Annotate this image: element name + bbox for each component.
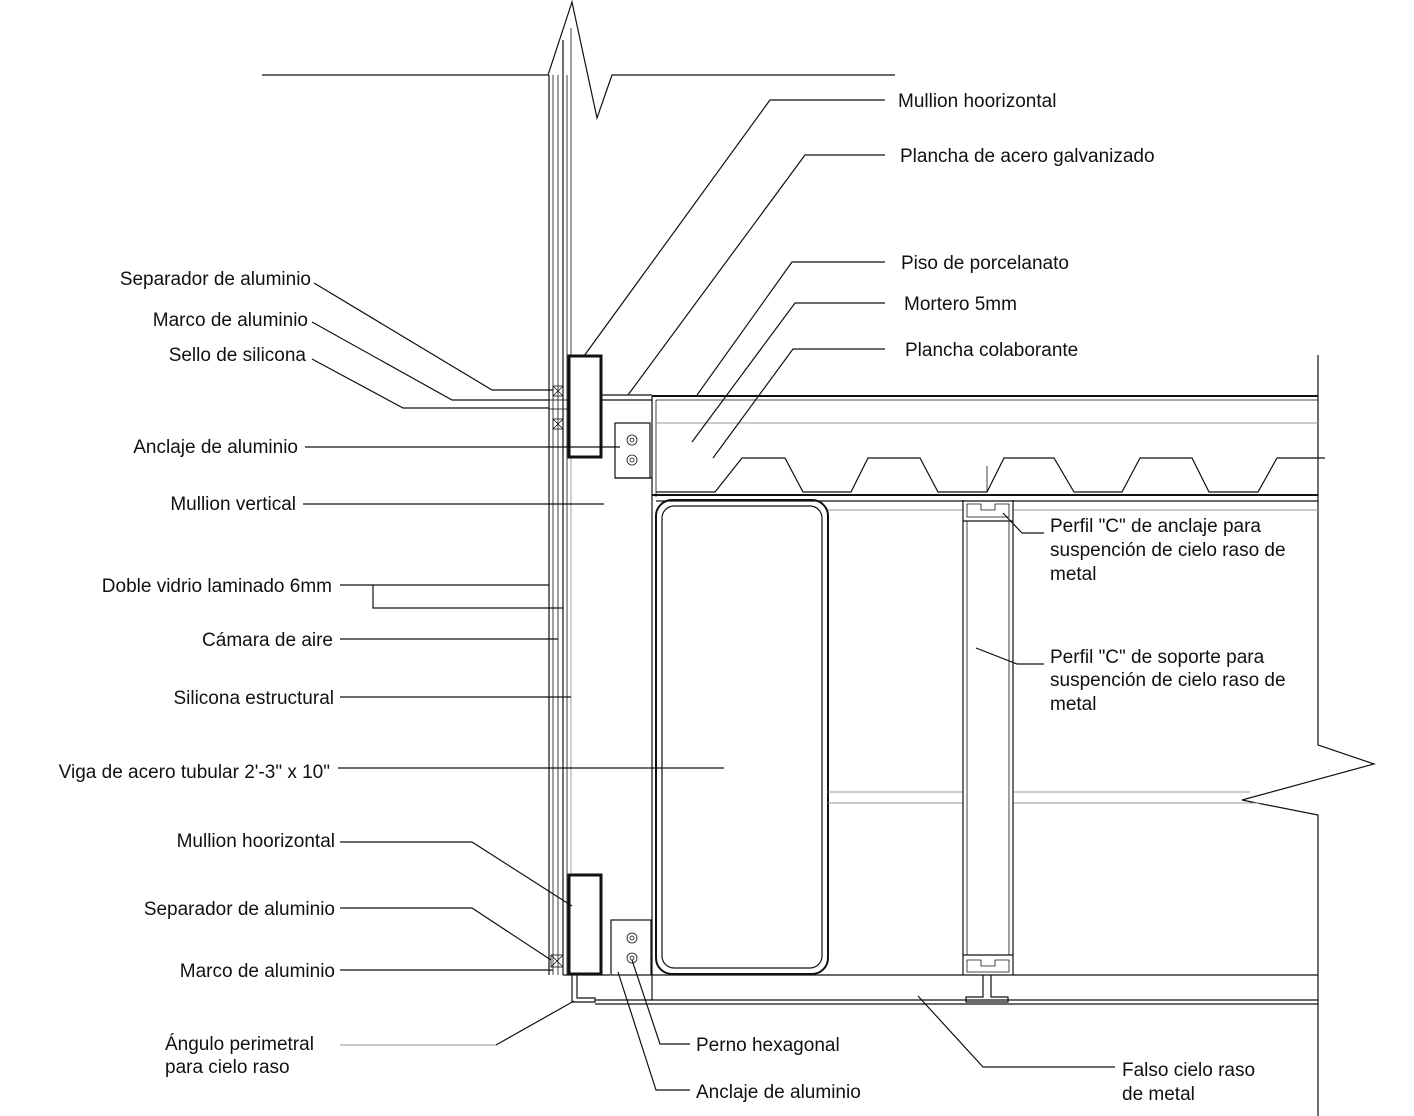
label-mortero: Mortero 5mm (904, 294, 1017, 315)
label-perfil-anclaje-3: metal (1050, 564, 1096, 585)
ceiling-runner-lines (828, 509, 1318, 804)
label-anclaje-bottom: Anclaje de aluminio (696, 1082, 861, 1103)
label-perfil-anclaje-2: suspención de cielo raso de (1050, 540, 1286, 561)
c-profile-bottom (962, 954, 1014, 1003)
label-mullion-bottom: Mullion hoorizontal (177, 831, 335, 852)
leader-lines (303, 99, 1115, 1091)
label-piso-porcelanato: Piso de porcelanato (901, 253, 1069, 274)
label-falso-2: de metal (1122, 1084, 1195, 1105)
labels: Mullion hoorizontal Plancha de acero gal… (59, 91, 1286, 1105)
label-falso-1: Falso cielo raso (1122, 1060, 1255, 1081)
top-aluminum-anchor (614, 422, 651, 479)
bottom-mullion-horizontal (567, 873, 603, 976)
bottom-aluminum-anchor (610, 919, 652, 976)
label-marco-top: Marco de aluminio (153, 310, 308, 331)
label-marco-bottom: Marco de aluminio (180, 961, 335, 982)
label-plancha-colaborante: Plancha colaborante (905, 340, 1078, 361)
false-ceiling (595, 999, 1318, 1005)
label-camara-aire: Cámara de aire (202, 630, 333, 651)
top-break-line (262, 0, 895, 121)
label-separador-bottom: Separador de aluminio (144, 899, 335, 920)
glazing-lines (548, 28, 572, 975)
label-top-mullion-horizontal: Mullion hoorizontal (898, 91, 1056, 112)
label-perfil-soporte-2: suspención de cielo raso de (1050, 670, 1286, 691)
label-sello: Sello de silicona (169, 345, 307, 366)
label-perfil-anclaje-1: Perfil "C" de anclaje para (1050, 516, 1261, 537)
label-perfil-soporte-1: Perfil "C" de soporte para (1050, 647, 1265, 668)
label-mullion-vertical: Mullion vertical (170, 494, 296, 515)
label-angulo-1: Ángulo perimetral (165, 1034, 314, 1055)
label-plancha-acero: Plancha de acero galvanizado (900, 146, 1155, 167)
top-spacer-blocks (548, 385, 570, 430)
tubular-steel-beam (655, 499, 829, 975)
right-break-line (1241, 355, 1377, 1116)
c-profile-anchor (962, 500, 1014, 522)
label-anclaje-top: Anclaje de aluminio (133, 437, 298, 458)
label-separador-top: Separador de aluminio (120, 269, 311, 290)
composite-deck-profile (656, 457, 1325, 493)
c-profile-support (962, 521, 1014, 955)
label-perno: Perno hexagonal (696, 1035, 840, 1056)
label-doble-vidrio: Doble vidrio laminado 6mm (102, 576, 332, 597)
label-angulo-2: para cielo raso (165, 1057, 290, 1078)
label-viga: Viga de acero tubular 2'-3" x 10" (59, 762, 330, 783)
floor-slab (651, 395, 1318, 1000)
bottom-spacer-blocks (550, 954, 564, 968)
label-perfil-soporte-3: metal (1050, 694, 1096, 715)
top-mullion-horizontal (567, 354, 603, 459)
perimeter-angle (571, 975, 596, 1003)
label-silicona-estructural: Silicona estructural (173, 688, 334, 709)
mullion-vertical-lines (601, 394, 652, 479)
